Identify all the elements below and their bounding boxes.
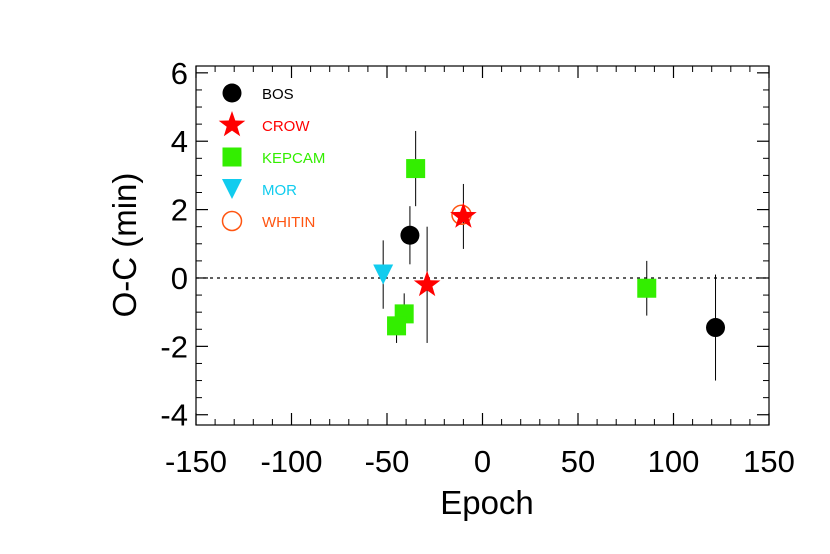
y-tick-label: 4: [171, 124, 188, 159]
x-tick-label: -100: [260, 444, 322, 479]
x-tick-label: 150: [743, 444, 795, 479]
y-tick-label: -4: [160, 398, 188, 433]
legend-item-crow: CROW: [218, 111, 310, 137]
data-point-bos: [400, 225, 420, 245]
legend-item-mor: MOR: [222, 179, 297, 199]
x-axis-title: Epoch: [440, 484, 534, 521]
error-bars: [382, 130, 717, 381]
legend-label: KEPCAM: [262, 150, 325, 167]
legend-item-whitin: WHITIN: [221, 210, 315, 232]
axis-tick-labels: -150 -100 -50 0 50 100 150 -4 -2 0 2 4 6: [160, 56, 794, 479]
data-markers: [373, 159, 726, 338]
data-point-kepcam: [387, 316, 407, 336]
x-tick-label: 0: [474, 444, 491, 479]
y-tick-label: 2: [171, 193, 188, 228]
x-tick-label: 50: [561, 444, 595, 479]
legend-label: CROW: [262, 118, 310, 135]
legend-symbol-kepcam: [222, 147, 242, 167]
axis-ticks: [195, 66, 770, 425]
y-tick-label: 0: [171, 261, 188, 296]
x-tick-label: -150: [165, 444, 227, 479]
legend-symbol-whitin: [221, 210, 243, 232]
legend-symbol-crow: [218, 111, 246, 137]
x-tick-label: -50: [365, 444, 410, 479]
legend-label: MOR: [262, 182, 297, 199]
legend-symbol-mor: [222, 179, 242, 199]
legend-item-bos: BOS: [222, 83, 294, 103]
data-point-crow: [450, 202, 477, 228]
legend-item-kepcam: KEPCAM: [222, 147, 325, 167]
data-point-kepcam: [406, 159, 426, 179]
x-tick-label: 100: [648, 444, 700, 479]
data-point-kepcam: [637, 278, 657, 298]
legend-label: WHITIN: [262, 214, 315, 231]
legend-label: BOS: [262, 86, 294, 103]
y-axis-title: O-C (min): [106, 173, 143, 318]
data-point-crow: [413, 270, 441, 297]
data-point-mor: [373, 264, 394, 285]
legend-symbol-bos: [222, 83, 242, 103]
data-point-bos: [706, 318, 726, 338]
y-tick-label: -2: [160, 329, 188, 364]
y-tick-label: 6: [171, 56, 188, 91]
legend: BOS CROW KEPCAM MOR WHITIN: [218, 83, 325, 232]
